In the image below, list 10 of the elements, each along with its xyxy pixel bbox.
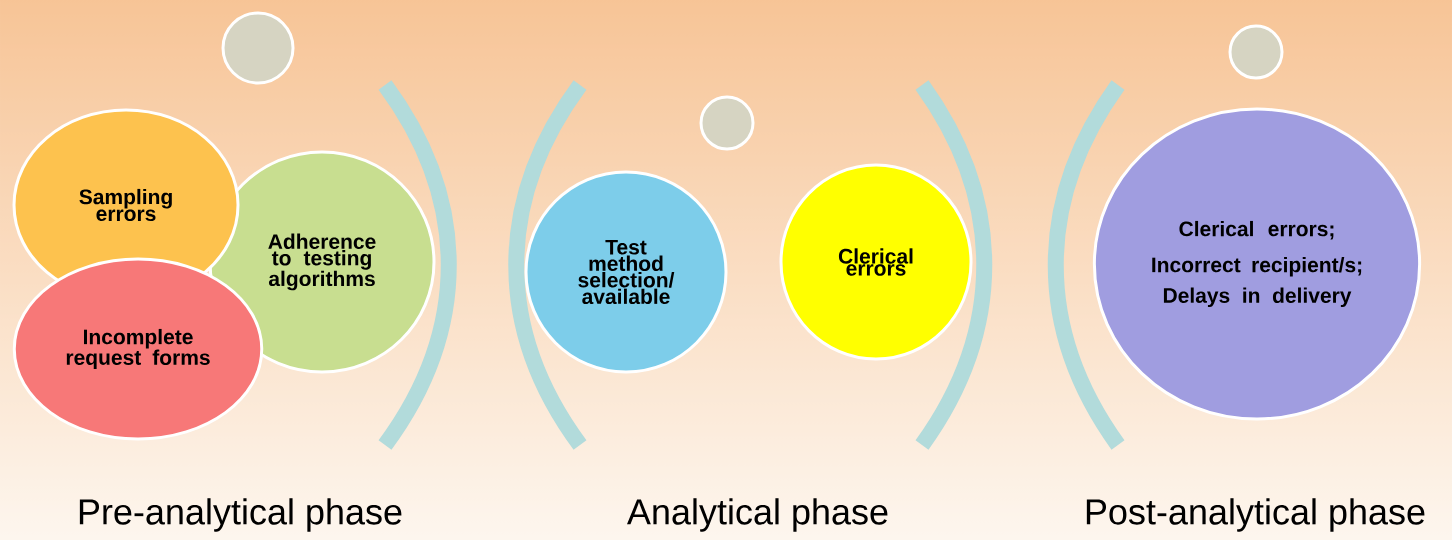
circle-node: Incomplete request forms xyxy=(12,257,264,441)
phase-label: Post-analytical phase xyxy=(1086,498,1425,532)
phase-label: Pre-analytical phase xyxy=(79,498,402,532)
bubble xyxy=(221,11,295,85)
circle-node: Test method selection/ available xyxy=(524,170,728,374)
phase-label: Analytical phase xyxy=(627,498,888,532)
bubble xyxy=(699,95,755,151)
bubble xyxy=(1228,24,1284,80)
circle-node: Clerical errors xyxy=(779,163,973,361)
circle-node: Clerical errors; Incorrect recipient/s; Delays in delivery xyxy=(1092,107,1422,421)
